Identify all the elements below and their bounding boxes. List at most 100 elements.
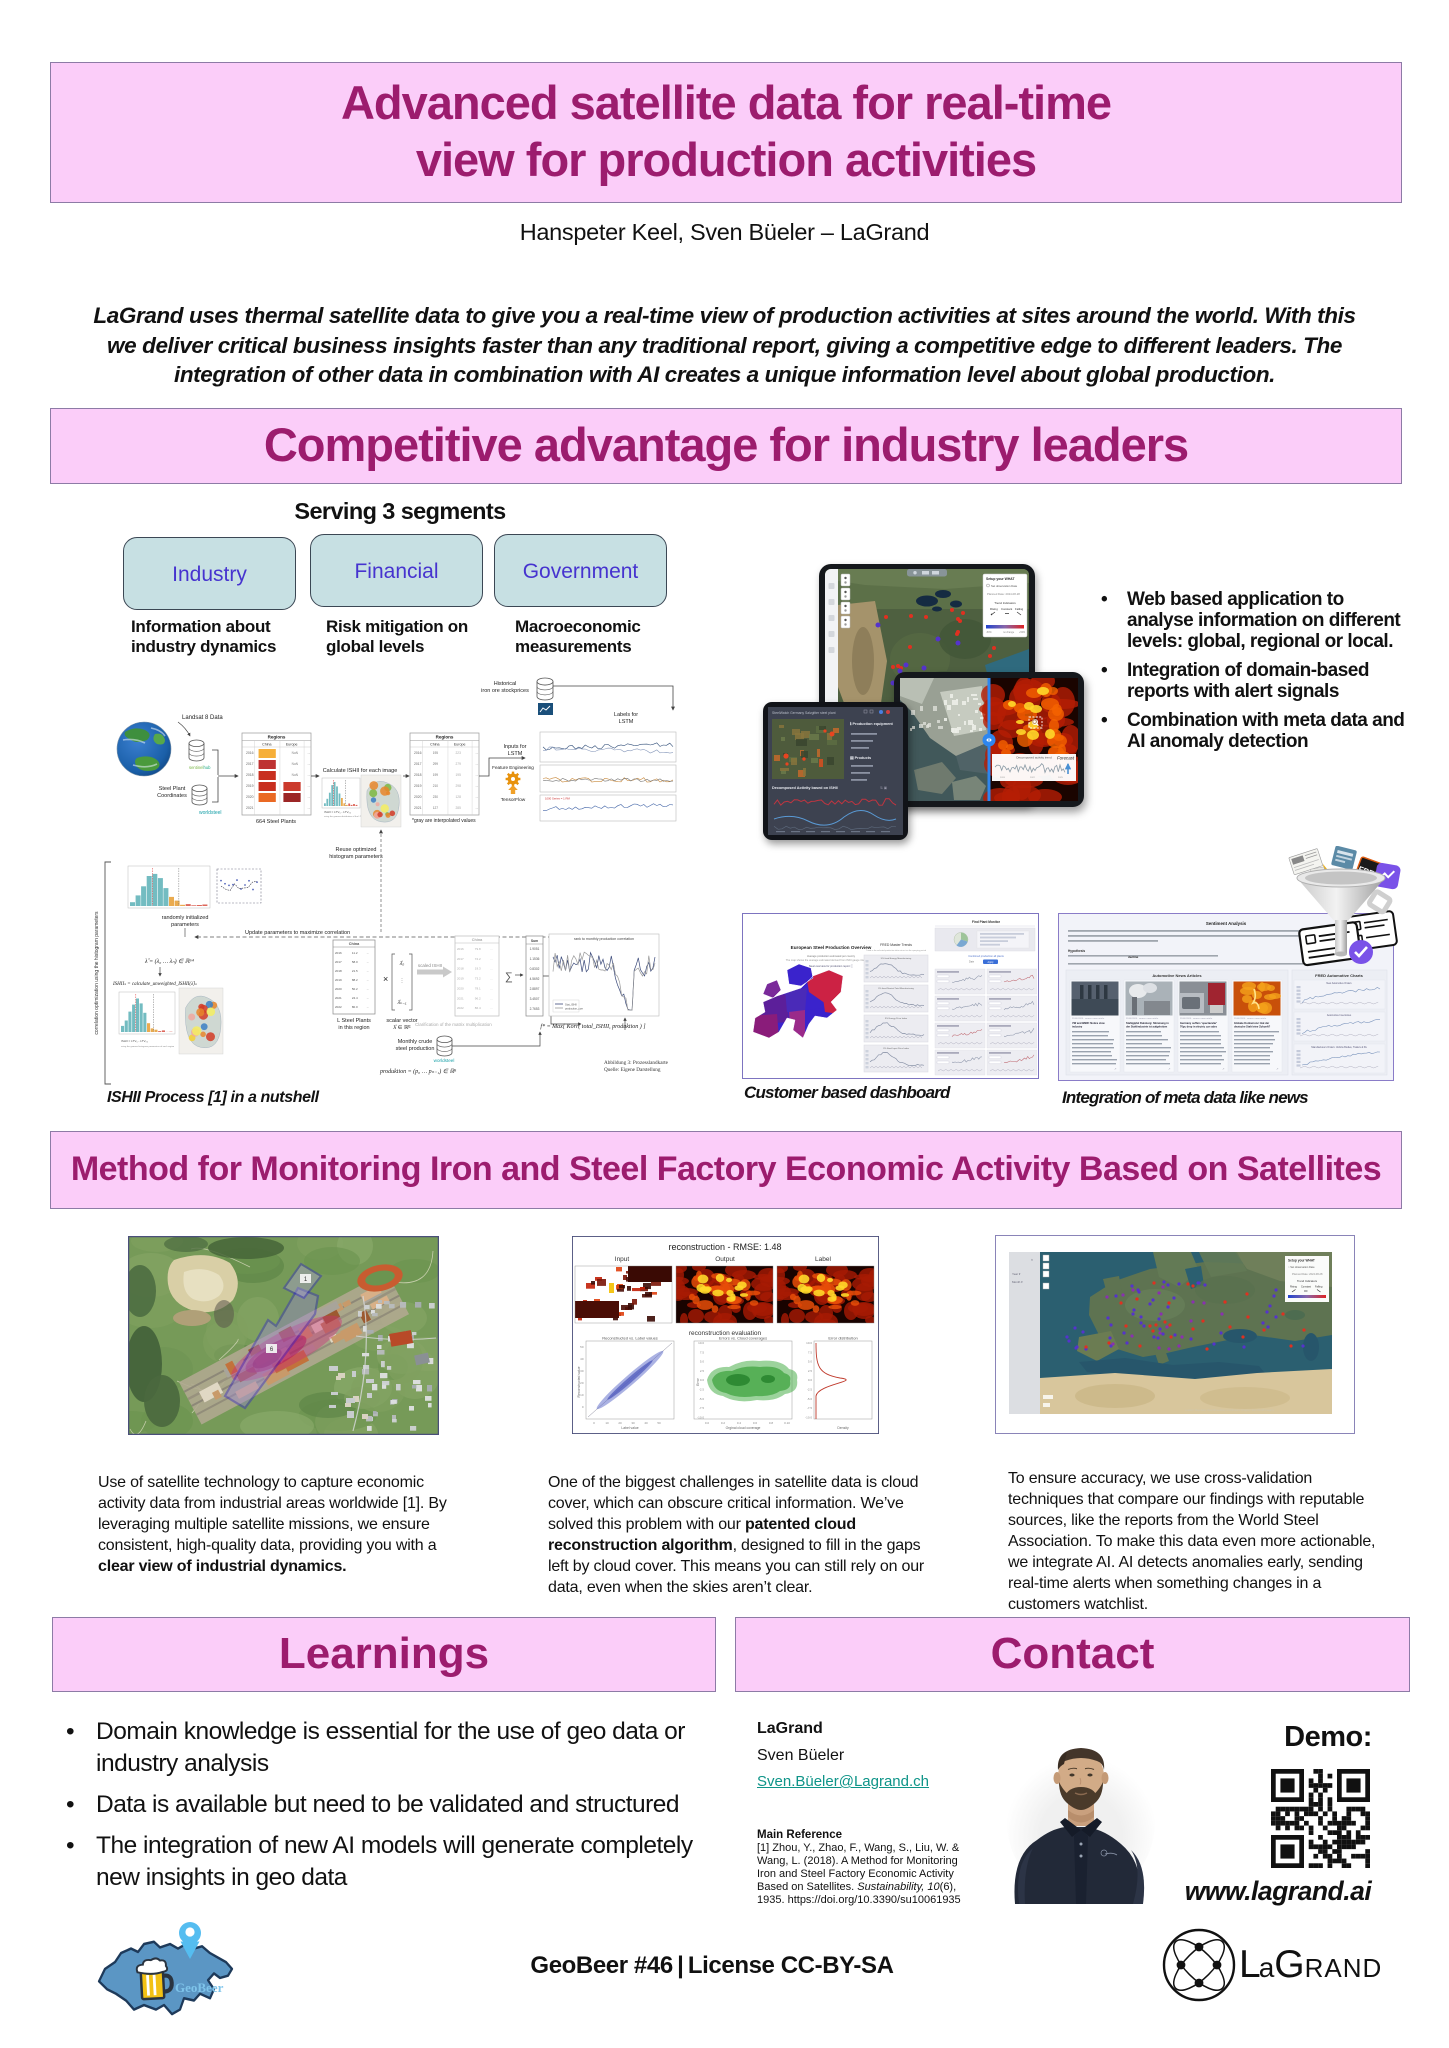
svg-text:7.5: 7.5 xyxy=(700,1350,705,1354)
svg-text:...: ... xyxy=(367,969,370,973)
svg-text:10.0: 10.0 xyxy=(698,1341,704,1345)
svg-text:...: ... xyxy=(308,795,311,799)
svg-text:0.0: 0.0 xyxy=(700,1378,705,1382)
svg-text:79.8: 79.8 xyxy=(475,947,481,951)
svg-text:Stat_ISHII: Stat_ISHII xyxy=(565,1003,577,1007)
svg-text:2016: 2016 xyxy=(414,751,422,755)
svg-text:Trend Indicators: Trend Indicators xyxy=(1297,1279,1318,1283)
svg-text:...: ... xyxy=(476,751,479,755)
svg-text:285: 285 xyxy=(456,806,462,810)
svg-text:96.2: 96.2 xyxy=(475,996,481,1000)
svg-text:0.0: 0.0 xyxy=(808,1378,813,1382)
svg-text:Stahlgipfel Duisburg: Stimmung: Stahlgipfel Duisburg: Stimmung in xyxy=(1126,1021,1169,1025)
svg-text:histogram parameters: histogram parameters xyxy=(329,854,383,860)
svg-text:50: 50 xyxy=(580,1345,584,1349)
svg-text:Clarification of the matrix mu: Clarification of the matrix multiplicati… xyxy=(415,1022,492,1027)
svg-text:FRED Master Trends: FRED Master Trends xyxy=(880,943,912,947)
svg-text:0.10: 0.10 xyxy=(784,1421,790,1425)
svg-text:80.0: 80.0 xyxy=(352,1005,358,1009)
svg-text:Hypothesis: Hypothesis xyxy=(1068,949,1085,953)
svg-text:0.8: 0.8 xyxy=(769,1421,774,1425)
svg-text:λ̂ = (λ₀ … λₙ) ∈ ℝ⁶⁴: λ̂ = (λ₀ … λₙ) ∈ ℝ⁶⁴ xyxy=(144,958,194,965)
svg-text:Output: Output xyxy=(715,1256,735,1263)
svg-text:...: ... xyxy=(308,784,311,788)
svg-text:Planned Date: 2024-08-28: Planned Date: 2024-08-28 xyxy=(1292,1272,1323,1276)
svg-text:-2.5: -2.5 xyxy=(807,1388,813,1392)
svg-text:Year ▾: Year ▾ xyxy=(1012,1272,1021,1276)
svg-text:5% fixed Energy Manufacturing: 5% fixed Energy Manufacturing xyxy=(881,957,912,960)
svg-text:iron ore stockprices: iron ore stockprices xyxy=(481,688,529,694)
svg-text:Setup your WHAT: Setup your WHAT xyxy=(986,577,1015,581)
svg-text:European Steel Production Over: European Steel Production Overview xyxy=(791,945,872,950)
svg-text:Label: Label xyxy=(815,1256,831,1263)
svg-text:scalar vector: scalar vector xyxy=(386,1018,417,1024)
svg-text:decline: decline xyxy=(1128,955,1139,959)
svg-text:NaN: NaN xyxy=(292,773,299,777)
svg-text:Abbildung 3: Prozesslandkarte: Abbildung 3: Prozesslandkarte xyxy=(604,1060,669,1066)
svg-text:127: 127 xyxy=(433,806,439,810)
svg-text:Planned Date: 2024-08-28: Planned Date: 2024-08-28 xyxy=(987,592,1020,596)
svg-text:○ Set observation Date: ○ Set observation Date xyxy=(1288,1265,1315,1269)
svg-text:LSTM: LSTM xyxy=(619,719,634,725)
svg-text:2019: 2019 xyxy=(335,978,342,982)
svg-text:2018: 2018 xyxy=(457,967,464,971)
svg-text:Automotive Inventories: Automotive Inventories xyxy=(1326,1014,1351,1017)
svg-text:230: 230 xyxy=(433,795,439,799)
svg-text:Europe: Europe xyxy=(286,743,298,747)
svg-text:2016: 2016 xyxy=(457,947,464,951)
svg-text:L Steel Plants: L Steel Plants xyxy=(337,1018,371,1024)
svg-text:-7.5: -7.5 xyxy=(699,1406,705,1410)
svg-text:Set observation Date: Set observation Date xyxy=(991,584,1018,588)
svg-text:randomly initialized: randomly initialized xyxy=(162,915,209,921)
svg-text:29.08.2024 · source: news arti: 29.08.2024 · source: news article xyxy=(1072,1017,1105,1020)
svg-text:Combined production all plants: Combined production all plants xyxy=(968,954,1004,958)
svg-text:...: ... xyxy=(490,1006,493,1010)
svg-text:Errors vs. Cloud coverages: Errors vs. Cloud coverages xyxy=(719,1336,767,1341)
svg-text:2020: 2020 xyxy=(457,986,464,990)
svg-text:78.1: 78.1 xyxy=(475,986,481,990)
svg-text:...: ... xyxy=(476,773,479,777)
svg-text:-10.0: -10.0 xyxy=(697,1415,704,1419)
svg-text:GeoBeer: GeoBeer xyxy=(175,1980,224,1995)
svg-text:Error distribution: Error distribution xyxy=(828,1336,857,1341)
svg-text:sentinelhub: sentinelhub xyxy=(189,765,211,770)
svg-text:Sentiment Analysis: Sentiment Analysis xyxy=(1205,921,1246,926)
svg-text:73.2: 73.2 xyxy=(475,977,481,981)
svg-text:λ̂₀: λ̂₀ xyxy=(399,961,405,967)
svg-text:Germany suffers 'spectacular': Germany suffers 'spectacular' xyxy=(1180,1021,1217,1025)
svg-text:58.0: 58.0 xyxy=(352,960,358,964)
svg-text:...: ... xyxy=(367,996,370,1000)
svg-text:0.4: 0.4 xyxy=(737,1421,742,1425)
svg-text:2021: 2021 xyxy=(414,806,422,810)
svg-text:Reuse optimized: Reuse optimized xyxy=(336,847,377,853)
svg-text:...: ... xyxy=(367,960,370,964)
svg-text:Monthly crude: Monthly crude xyxy=(398,1039,433,1045)
svg-text:Regions: Regions xyxy=(268,735,286,740)
svg-text:China: China xyxy=(472,938,483,942)
svg-text:NaN: NaN xyxy=(292,751,299,755)
svg-text:Orginal cloud coverage: Orginal cloud coverage xyxy=(726,1426,761,1430)
svg-text:scaled ISHII: scaled ISHII xyxy=(418,963,442,968)
svg-text:30: 30 xyxy=(580,1369,584,1373)
svg-text:70pc drop in electric car sale: 70pc drop in electric car sales xyxy=(1180,1024,1218,1028)
svg-text:Decomposed Activity based on I: Decomposed Activity based on ISHII xyxy=(772,786,838,790)
svg-text:Apply: Apply xyxy=(988,961,995,964)
svg-text:Rising: Rising xyxy=(990,607,998,611)
svg-text:2.7653: 2.7653 xyxy=(530,1007,540,1011)
svg-text:Setup your WHAT: Setup your WHAT xyxy=(1288,1259,1315,1263)
svg-text:2018: 2018 xyxy=(246,773,254,777)
svg-text:40: 40 xyxy=(644,1421,648,1425)
svg-text:0.2: 0.2 xyxy=(721,1421,726,1425)
svg-text:ISHII = LTV₅ - LTV₀₅: ISHII = LTV₅ - LTV₀₅ xyxy=(121,1039,149,1043)
svg-text:...: ... xyxy=(490,947,493,951)
svg-text:-10.0: -10.0 xyxy=(805,1415,812,1419)
svg-text:-50%: -50% xyxy=(986,631,992,634)
svg-text:2022: 2022 xyxy=(1030,777,1036,779)
svg-text:China: China xyxy=(262,743,271,747)
svg-text:Regions: Regions xyxy=(436,735,454,740)
svg-text:3% Steel Input Price Index: 3% Steel Input Price Index xyxy=(883,1047,910,1050)
svg-text:↗: ↗ xyxy=(1276,1067,1279,1071)
svg-text:VW and BMW: Notice slow: VW and BMW: Notice slow xyxy=(1072,1021,1106,1025)
svg-text:Calculate ISHII for each image: Calculate ISHII for each image xyxy=(323,768,398,774)
svg-text:parameters: parameters xyxy=(171,922,199,928)
